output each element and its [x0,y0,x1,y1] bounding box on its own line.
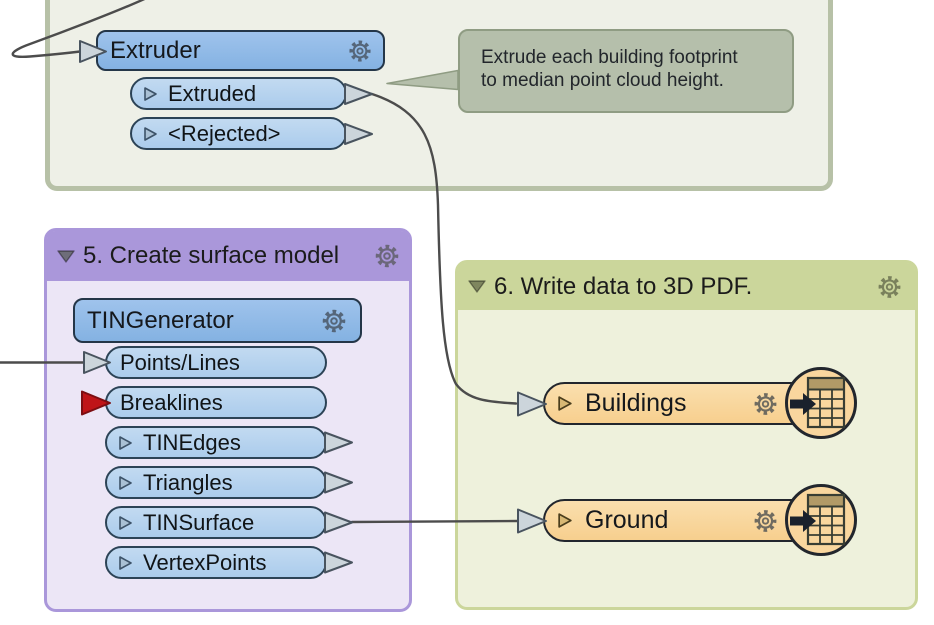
port-label: Extruded [168,80,257,106]
transformer-tingenerator[interactable]: TINGenerator [73,298,362,343]
port-triangle-icon [143,86,158,102]
port-triangle-icon [118,435,133,451]
port-triangle-icon [557,395,573,412]
gear-icon[interactable] [874,271,905,302]
annotation-line-1: Extrude each building footprint [481,47,738,68]
annotation-line-2: to median point cloud height. [481,70,724,91]
port-tin-breaklines[interactable]: Breaklines [105,386,327,419]
port-triangle-icon [118,475,133,491]
port-triangle-icon [118,555,133,571]
port-label: Points/Lines [120,349,240,375]
port-label: TINEdges [143,429,241,455]
port-triangle-icon [143,126,158,142]
port-tin-tinedges[interactable]: TINEdges [105,426,327,459]
collapse-triangle-icon[interactable] [57,250,75,263]
bookmark-5-header[interactable]: 5. Create surface model [47,231,409,281]
table-writer-icon [789,493,845,545]
port-extruder-rejected[interactable]: <Rejected> [130,117,347,150]
port-label: Triangles [143,469,233,495]
collapse-triangle-icon[interactable] [468,280,486,293]
port-triangle-icon [118,515,133,531]
bookmark-create-surface-model[interactable]: 5. Create surface model [44,228,412,612]
port-label: <Rejected> [168,120,281,146]
port-tin-points-lines[interactable]: Points/Lines [105,346,327,379]
port-label: VertexPoints [143,549,267,575]
gear-icon[interactable] [750,505,781,536]
port-triangle-icon [557,512,573,529]
port-tin-triangles[interactable]: Triangles [105,466,327,499]
port-label: Breaklines [120,389,223,415]
port-tin-tinsurface[interactable]: TINSurface [105,506,327,539]
bookmark-6-header[interactable]: 6. Write data to 3D PDF. [458,263,915,310]
table-writer-icon [789,376,845,428]
writer-ground-badge[interactable] [785,484,857,556]
bookmark-5-title: 5. Create surface model [83,242,340,269]
bookmark-write-3d-pdf[interactable]: 6. Write data to 3D PDF. [455,260,918,610]
gear-icon[interactable] [750,388,781,419]
port-extruder-extruded[interactable]: Extruded [130,77,347,110]
transformer-extruder[interactable]: Extruder [96,30,385,71]
bookmark-6-title: 6. Write data to 3D PDF. [494,272,753,300]
writer-buildings-badge[interactable] [785,367,857,439]
port-tin-vertexpoints[interactable]: VertexPoints [105,546,327,579]
tingenerator-title: TINGenerator [87,306,234,334]
gear-icon[interactable] [371,240,403,272]
writer-buildings-label: Buildings [585,389,687,417]
gear-icon[interactable] [345,36,375,66]
annotation-extrude-note[interactable]: Extrude each building footprint to media… [458,29,794,113]
writer-ground-label: Ground [585,506,669,534]
port-label: TINSurface [143,509,255,535]
extruder-title: Extruder [110,36,201,64]
gear-icon[interactable] [318,305,350,337]
